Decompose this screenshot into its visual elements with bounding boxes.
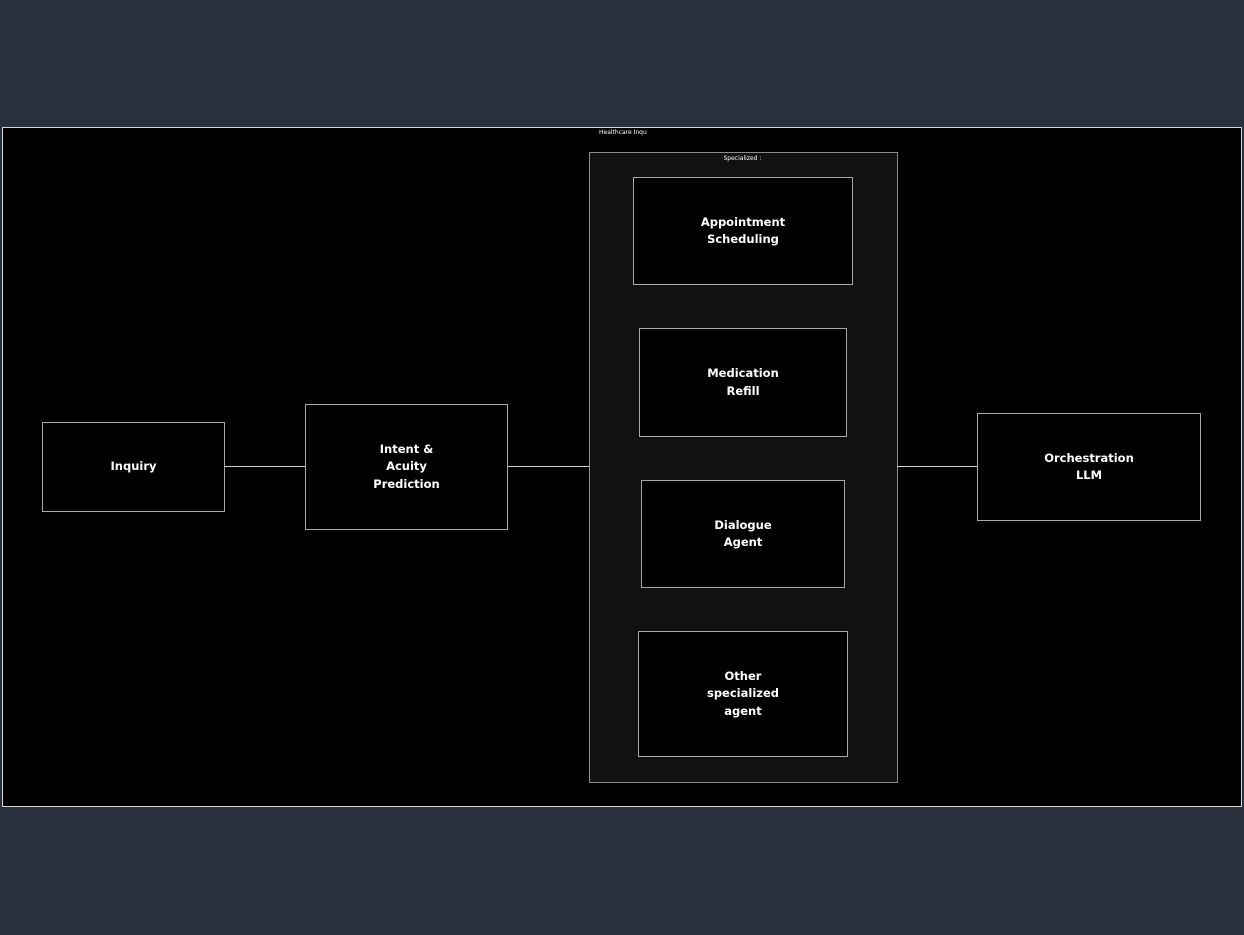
group-title: Specialized : bbox=[723, 155, 762, 162]
connector-inquiry-intent bbox=[225, 466, 305, 467]
node-appointment-scheduling[interactable]: Appointment Scheduling bbox=[633, 177, 853, 285]
connector-intent-group bbox=[508, 466, 589, 467]
node-other-specialized-agent[interactable]: Other specialized agent bbox=[638, 631, 848, 757]
node-medication-refill[interactable]: Medication Refill bbox=[639, 328, 847, 437]
node-dialogue-agent[interactable]: Dialogue Agent bbox=[641, 480, 845, 588]
node-intent-acuity-prediction[interactable]: Intent & Acuity Prediction bbox=[305, 404, 508, 530]
frame-title: Healthcare Inqu bbox=[599, 129, 647, 136]
connector-group-orchestration bbox=[897, 466, 977, 467]
node-inquiry[interactable]: Inquiry bbox=[42, 422, 225, 512]
node-orchestration-llm[interactable]: Orchestration LLM bbox=[977, 413, 1201, 521]
